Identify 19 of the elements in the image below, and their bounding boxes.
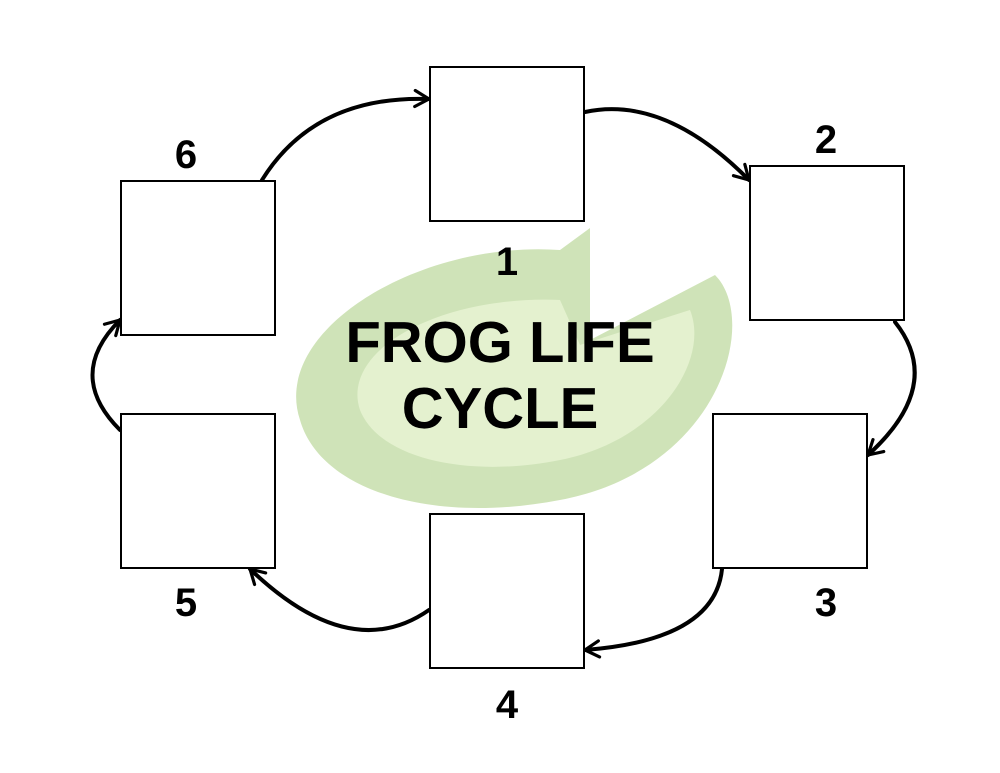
step-number: 5 xyxy=(174,581,198,625)
step-number: 4 xyxy=(496,683,518,727)
answer-box xyxy=(429,513,585,669)
answer-box xyxy=(429,66,585,222)
answer-box xyxy=(120,413,276,569)
answer-box xyxy=(120,180,276,336)
curved-arrow xyxy=(90,318,122,432)
answer-box xyxy=(749,165,905,321)
step-number: 2 xyxy=(814,118,838,162)
curved-arrow xyxy=(260,89,431,182)
step-number: 6 xyxy=(174,133,198,177)
title: FROG LIFE CYCLE xyxy=(344,310,656,442)
step-number: 3 xyxy=(814,581,838,625)
curved-arrow xyxy=(866,320,917,457)
curved-arrow xyxy=(583,107,751,182)
answer-box xyxy=(712,413,868,569)
curved-arrow xyxy=(248,567,431,632)
step-number: 1 xyxy=(496,240,518,284)
curved-arrow xyxy=(583,567,724,658)
